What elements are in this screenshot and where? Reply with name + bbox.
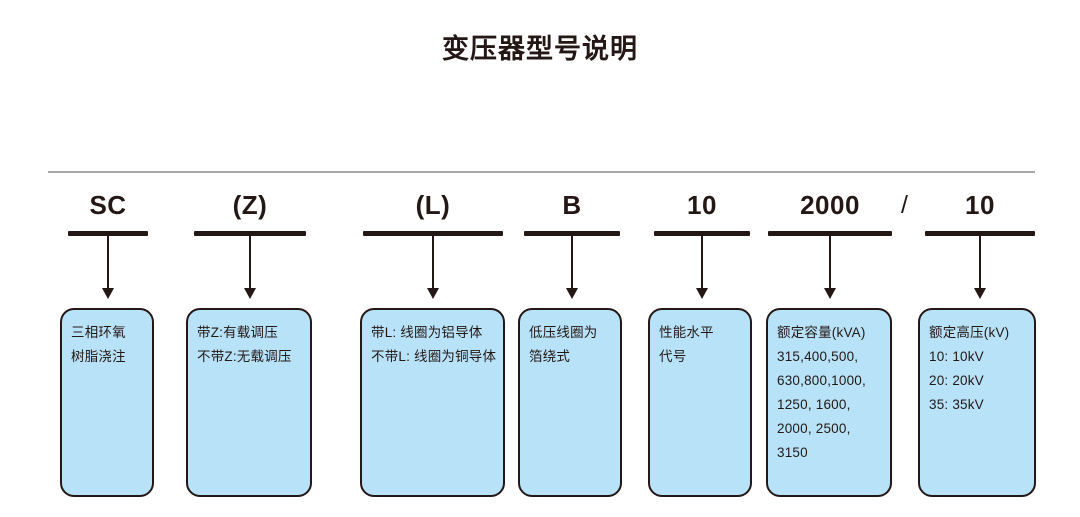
description-line: 630,800,1000, [777,373,866,388]
description-box-6: 额定容量(kVA) 315,400,500, 630,800,1000, 125… [766,308,892,497]
code-label-2: (Z) [232,190,268,220]
arrow-stem-6 [829,235,831,291]
arrow-stem-5 [701,235,703,291]
arrow-head-1 [102,288,114,299]
arrow-head-2 [244,288,256,299]
code-cell-7: 10 [920,190,1040,220]
description-box-1: 三相环氧 树脂浇注 [60,308,154,497]
description-line: 带Z:有载调压 [197,325,278,340]
code-label-6: 2000 [800,190,860,220]
description-line: 性能水平 [659,325,714,340]
description-line: 2000, 2500, [777,421,851,436]
description-line: 3150 [777,445,808,460]
description-line: 箔绕式 [529,349,571,364]
code-underline-4 [524,231,620,236]
description-line: 额定容量(kVA) [777,325,866,340]
description-line: 带L: 线圈为铝导体 [371,325,483,340]
code-label-4: B [562,190,582,220]
code-label-1: SC [89,190,127,220]
description-line: 315,400,500, [777,349,859,364]
code-label-3: (L) [415,190,451,220]
description-line: 1250, 1600, [777,397,851,412]
code-cell-1: SC [58,190,158,220]
code-underline-6 [768,231,892,236]
code-label-7: 10 [965,190,995,220]
arrow-head-5 [696,288,708,299]
code-separator-slash: / [901,191,908,219]
arrow-stem-2 [249,235,251,291]
description-line: 10: 10kV [929,349,984,364]
description-box-5: 性能水平 代号 [648,308,752,497]
arrow-stem-1 [107,235,109,291]
description-line: 不带L: 线圈为铜导体 [371,349,497,364]
description-box-4: 低压线圈为 箔绕式 [518,308,622,497]
code-cell-2: (Z) [182,190,318,220]
description-box-2: 带Z:有载调压 不带Z:无载调压 [186,308,312,497]
description-line: 35: 35kV [929,397,984,412]
description-box-7: 额定高压(kV) 10: 10kV 20: 20kV 35: 35kV [918,308,1036,497]
arrow-stem-4 [571,235,573,291]
code-underline-7 [925,231,1035,236]
arrow-head-3 [427,288,439,299]
code-underline-5 [654,231,750,236]
code-underline-3 [363,231,503,236]
code-underline-2 [194,231,306,236]
description-line: 树脂浇注 [71,349,126,364]
top-horizontal-rule [48,171,1035,173]
page-title: 变压器型号说明 [442,34,638,64]
arrow-head-7 [974,288,986,299]
code-label-5: 10 [687,190,717,220]
code-underline-1 [68,231,148,236]
arrow-stem-3 [432,235,434,291]
code-cell-4: B [516,190,628,220]
arrow-head-6 [824,288,836,299]
code-cell-3: (L) [358,190,508,220]
arrow-stem-7 [979,235,981,291]
description-line: 三相环氧 [71,325,126,340]
arrow-head-4 [566,288,578,299]
description-line: 20: 20kV [929,373,984,388]
code-cell-6: 2000 [762,190,898,220]
description-line: 额定高压(kV) [929,325,1010,340]
description-line: 代号 [659,349,687,364]
description-box-3: 带L: 线圈为铝导体 不带L: 线圈为铜导体 [360,308,505,497]
description-line: 低压线圈为 [529,325,598,340]
code-cell-5: 10 [646,190,758,220]
description-line: 不带Z:无载调压 [197,349,292,364]
